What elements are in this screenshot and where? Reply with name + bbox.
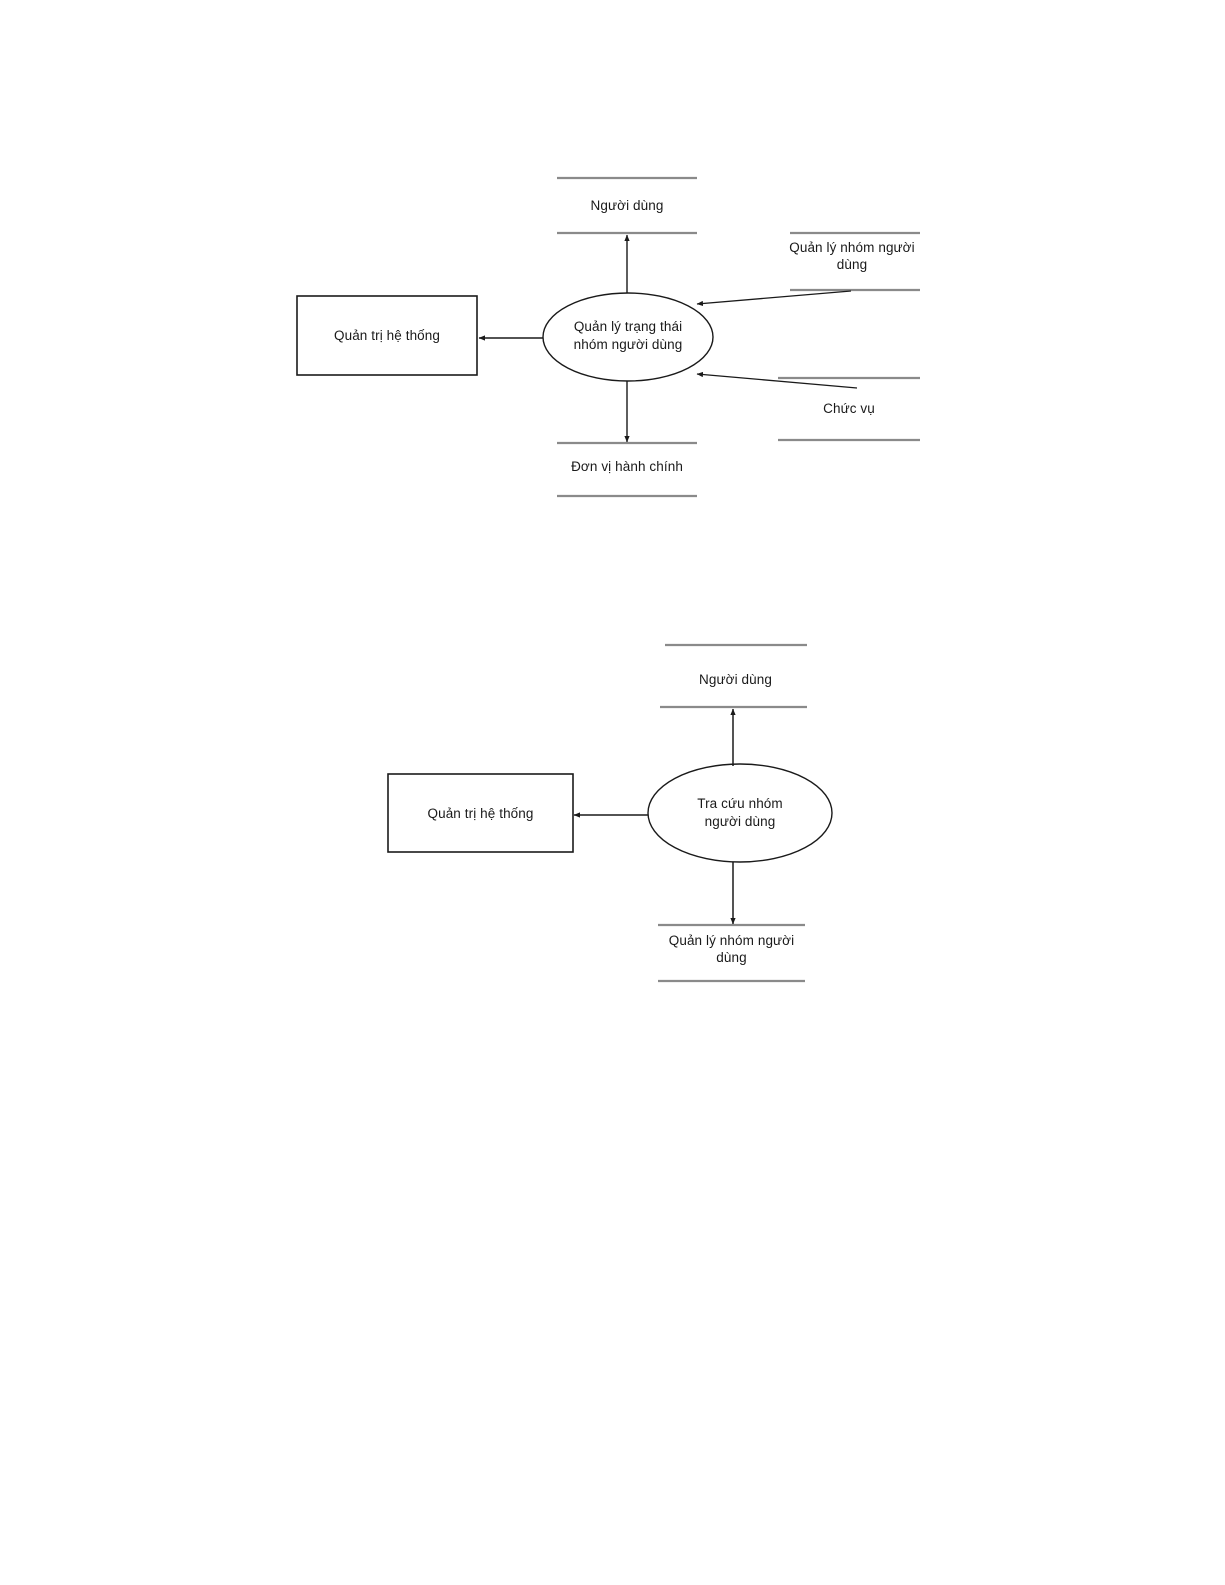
data-store-label-quan-ly-nhom-nguoi-dung-1: Quản lý nhóm người dùng xyxy=(789,240,915,272)
external-entity-label-1: Quản trị hệ thống xyxy=(333,328,441,343)
flow-quan-ly-nhom-to-process-1 xyxy=(696,290,852,307)
data-store-label-nguoi-dung-2: Người dùng xyxy=(699,672,772,687)
data-store-label-chuc-vu-1: Chức vụ xyxy=(823,401,875,416)
process-label-1: Quản lý trạng thái nhóm người dùng xyxy=(573,319,683,352)
process-label-2: Tra cứu nhóm người dùng xyxy=(697,796,783,829)
data-store-label-nguoi-dung-1: Người dùng xyxy=(590,198,664,213)
flow-chuc-vu-to-process-1 xyxy=(696,371,858,389)
external-entity-label-2: Quản trị hệ thống xyxy=(427,806,534,821)
data-store-label-quan-ly-nhom-nguoi-dung-2: Quản lý nhóm người dùng xyxy=(668,933,795,965)
data-store-label-don-vi-hanh-chinh-1: Đơn vị hành chính xyxy=(571,459,683,474)
